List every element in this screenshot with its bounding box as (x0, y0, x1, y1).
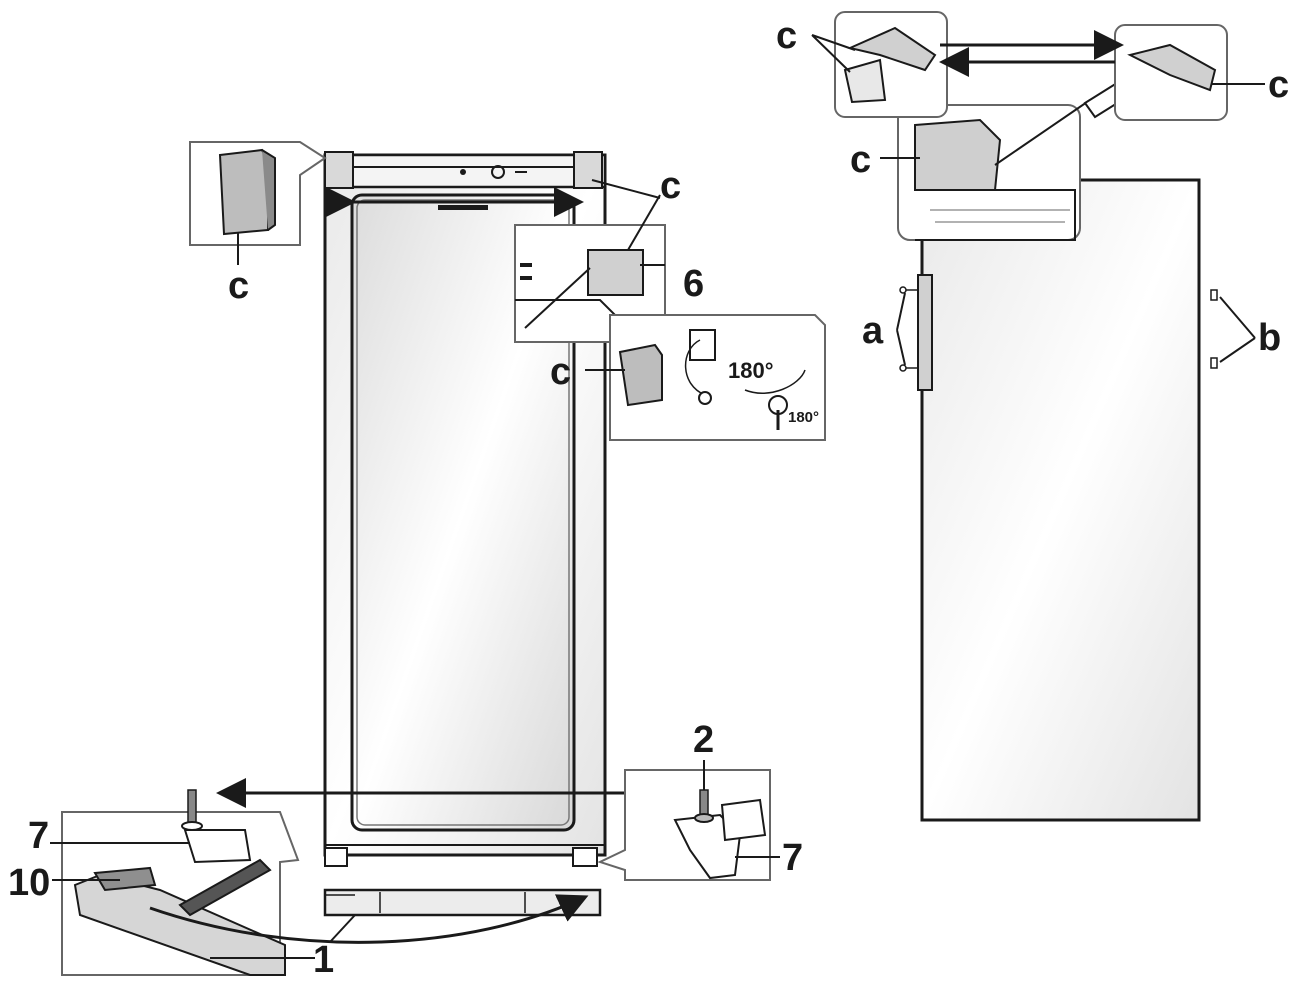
label-c-rotate: c (550, 351, 571, 393)
label-c-right: c (1268, 64, 1289, 106)
label-6: 6 (683, 263, 704, 305)
inset-bottom-right-hinge (597, 769, 771, 881)
fridge-door (899, 178, 1218, 822)
top-double-arrow (326, 187, 584, 217)
label-c-top-left: c (228, 265, 249, 307)
inset-top-left-cap (189, 141, 327, 265)
label-b: b (1258, 317, 1281, 359)
leader-c-caps (811, 34, 856, 73)
arrow-cover-move (149, 894, 589, 944)
label-180-b: 180° (788, 409, 819, 426)
label-1: 1 (313, 939, 334, 981)
bottom-cover (323, 888, 602, 917)
label-180-a: 180° (728, 358, 774, 383)
label-7-left: 7 (28, 815, 49, 857)
label-c-pry: c (850, 139, 871, 181)
label-a: a (862, 310, 884, 352)
leader-a (896, 292, 906, 366)
inset-bottom-left-hinge (61, 789, 300, 976)
inset-hinge-rotate (609, 314, 826, 441)
label-c-hinge-top: c (660, 165, 681, 207)
inset-cap-right (1114, 24, 1228, 121)
label-c-caps: c (776, 15, 797, 57)
label-7-right: 7 (782, 837, 803, 879)
leader-b (1219, 296, 1256, 363)
leader-1b (329, 914, 356, 943)
inset-caps-left (834, 11, 948, 118)
leader-c-top-hinge (591, 179, 661, 199)
label-10: 10 (8, 862, 50, 904)
label-2: 2 (693, 719, 714, 761)
